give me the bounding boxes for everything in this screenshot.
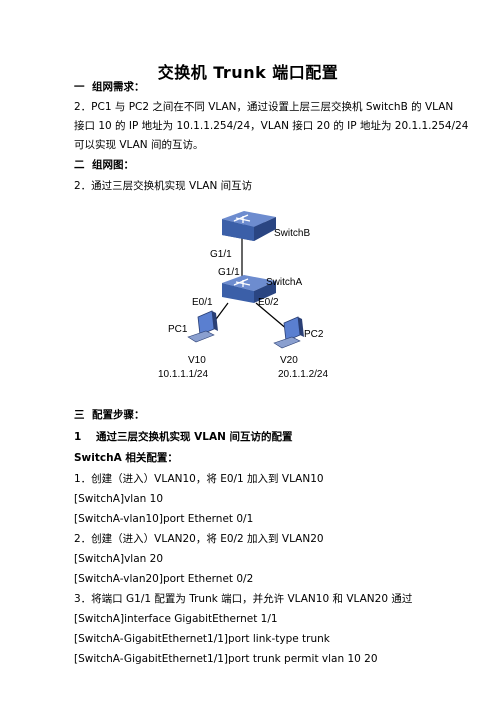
- step-line-2: [SwitchA]vlan 10: [74, 493, 164, 505]
- step-line-6: [SwitchA-vlan20]port Ethernet 0/2: [74, 573, 254, 585]
- section-1-label: 组网需求：: [92, 81, 145, 93]
- subsection-1-number: 1: [74, 431, 82, 443]
- subsection-1-heading: 1 通过三层交换机实现 VLAN 间互访的配置: [74, 430, 293, 444]
- step-line-1: 1．创建（进入）VLAN10，将 E0/1 加入到 VLAN10: [74, 473, 324, 485]
- diagram-caption: 2．通过三层交换机实现 VLAN 间互访: [74, 180, 253, 192]
- pc1-icon: [187, 310, 218, 343]
- switch-b-icon: [222, 211, 276, 241]
- section-2-heading: 二组网图：: [74, 158, 134, 172]
- port-g11-bottom-label: G1/1: [218, 267, 240, 278]
- step-line-10: [SwitchA-GigabitEthernet1/1]port trunk p…: [74, 653, 378, 665]
- step-line-4: 2．创建（进入）VLAN20，将 E0/2 加入到 VLAN20: [74, 533, 324, 545]
- pc1-ip-label: 10.1.1.1/24: [158, 369, 208, 380]
- port-e01-label: E0/1: [192, 297, 213, 308]
- pc2-icon: [273, 316, 304, 349]
- section-3-heading: 三配置步骤：: [74, 408, 145, 422]
- switch-b-label: SwitchB: [274, 228, 310, 239]
- requirement-line-1: 2．PC1 与 PC2 之间在不同 VLAN，通过设置上层三层交换机 Switc…: [74, 101, 454, 113]
- step-line-8: [SwitchA]interface GigabitEthernet 1/1: [74, 613, 278, 625]
- step-line-3: [SwitchA-vlan10]port Ethernet 0/1: [74, 513, 254, 525]
- section-3-label: 配置步骤：: [92, 409, 145, 421]
- port-g11-top-label: G1/1: [210, 249, 232, 260]
- step-line-7: 3．将端口 G1/1 配置为 Trunk 端口，并允许 VLAN10 和 VLA…: [74, 593, 413, 605]
- switch-a-label: SwitchA: [266, 277, 302, 288]
- port-e02-label: E0/2: [258, 297, 279, 308]
- requirement-line-2: 接口 10 的 IP 地址为 10.1.1.254/24，VLAN 接口 20 …: [74, 120, 469, 132]
- subsection-1-label: 通过三层交换机实现 VLAN 间互访的配置: [96, 431, 293, 443]
- pc2-label: PC2: [304, 329, 324, 340]
- section-1-number: 一: [74, 81, 85, 93]
- step-line-9: [SwitchA-GigabitEthernet1/1]port link-ty…: [74, 633, 330, 645]
- pc1-label: PC1: [168, 324, 188, 335]
- section-1-heading: 一组网需求：: [74, 80, 145, 94]
- section-2-label: 组网图：: [92, 159, 134, 171]
- section-2-number: 二: [74, 159, 85, 171]
- link-switcha-pc2: [255, 302, 289, 331]
- network-diagram: SwitchB G1/1 G1/1 SwitchA E0/1 E0/2 PC1 …: [158, 211, 328, 380]
- document-title: 交换机 Trunk 端口配置: [157, 63, 339, 82]
- step-line-5: [SwitchA]vlan 20: [74, 553, 164, 565]
- switch-a-icon: [222, 275, 276, 303]
- section-3-number: 三: [74, 409, 85, 421]
- pc1-vlan-label: V10: [188, 355, 206, 366]
- switcha-config-heading: SwitchA 相关配置：: [74, 452, 178, 464]
- requirement-line-3: 可以实现 VLAN 间的互访。: [74, 139, 204, 151]
- pc2-ip-label: 20.1.1.2/24: [278, 369, 328, 380]
- pc2-vlan-label: V20: [280, 355, 298, 366]
